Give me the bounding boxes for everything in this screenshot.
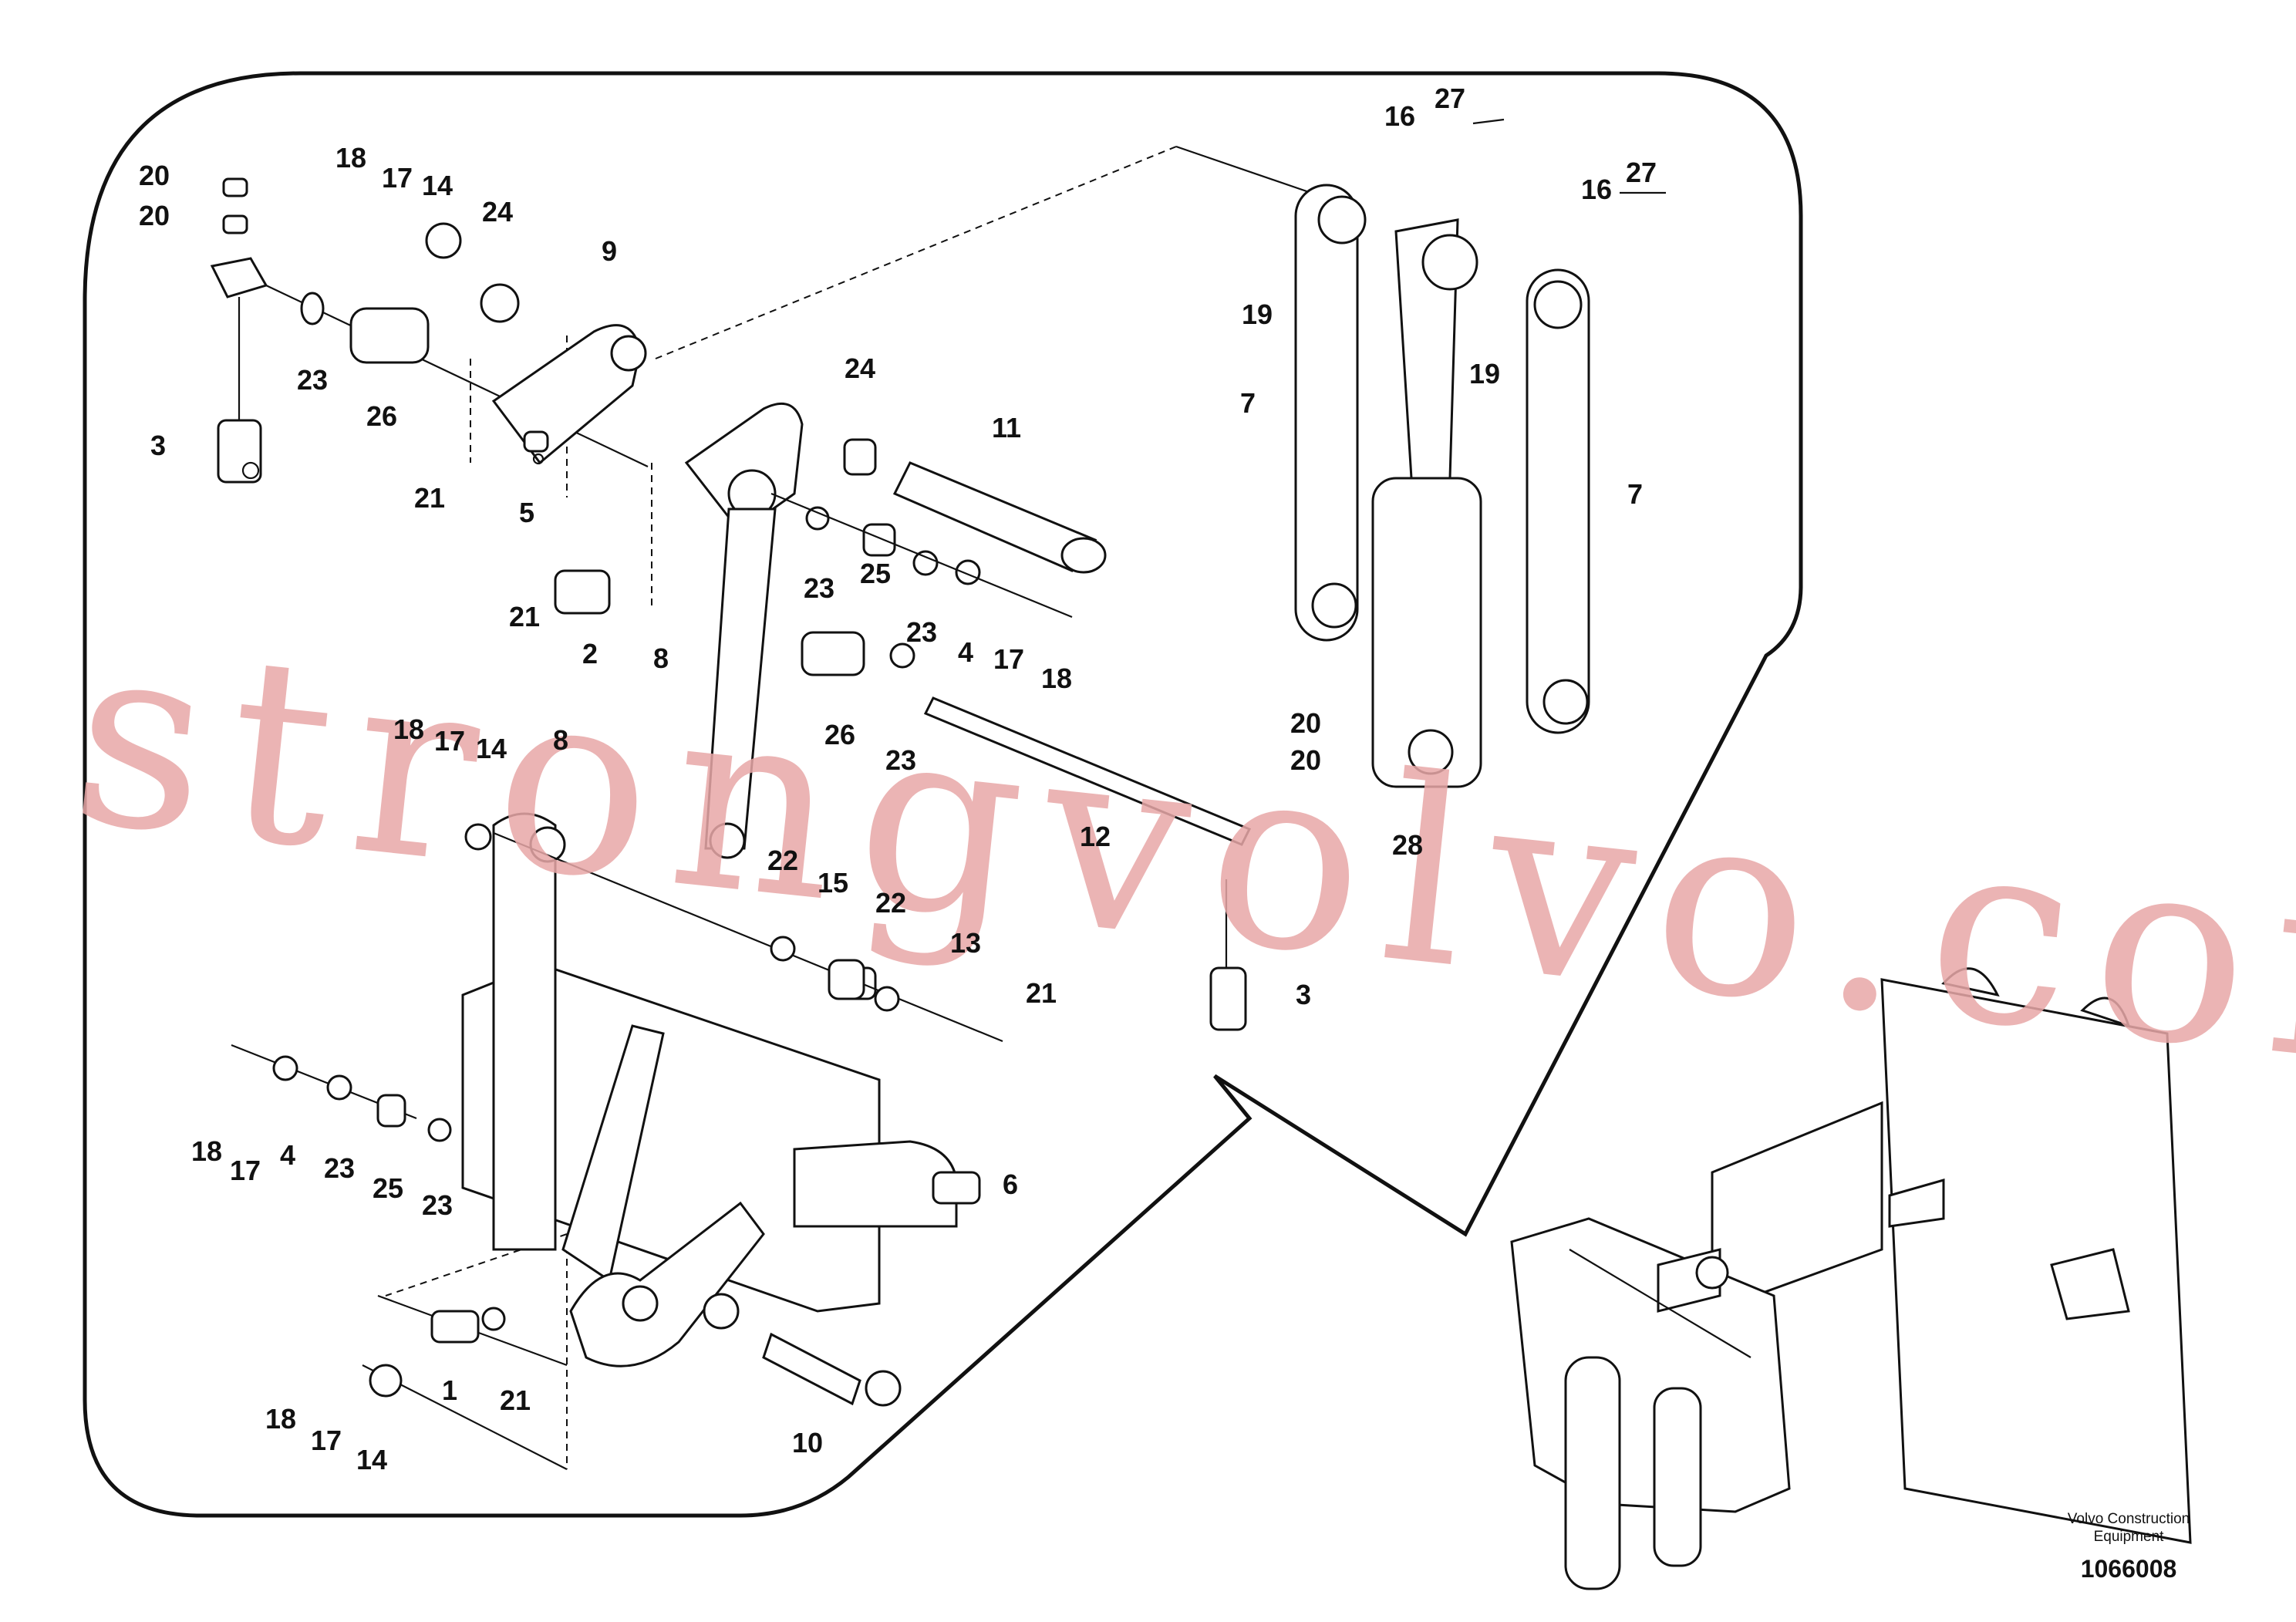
- part-callout-label: 17: [230, 1155, 261, 1186]
- part-callout-label: 6: [1003, 1168, 1018, 1200]
- part-callout-label: 25: [860, 558, 891, 589]
- part-callout-label: 19: [1469, 358, 1500, 389]
- part-callout-label: 7: [1240, 387, 1256, 419]
- part-callout-label: 20: [139, 200, 170, 231]
- part-callout-label: 25: [373, 1172, 403, 1204]
- caption-line1: Volvo Construction: [2068, 1511, 2190, 1527]
- callout-frame: [83, 71, 1803, 1518]
- part-callout-label: 8: [653, 642, 669, 674]
- part-callout-label: 23: [297, 364, 328, 396]
- part-callout-label: 4: [958, 636, 973, 668]
- caption-line2: Equipment: [2094, 1529, 2165, 1545]
- part-callout-label: 23: [885, 744, 916, 776]
- part-callout-label: 9: [602, 235, 617, 267]
- part-callout-label: 26: [366, 400, 397, 432]
- part-callout-label: 20: [1290, 707, 1321, 739]
- part-callout-label: 23: [804, 572, 834, 604]
- part-callout-label: 23: [422, 1189, 453, 1221]
- part-callout-label: 1: [442, 1374, 457, 1406]
- part-callout-label: 7: [1627, 478, 1643, 510]
- part-callout-label: 16: [1581, 174, 1612, 205]
- lower-bracket-assembly: [231, 812, 1003, 1407]
- part-callout-label: 5: [519, 497, 534, 528]
- part-callout-label: 8: [553, 724, 568, 756]
- part-callout-label: 21: [1026, 977, 1057, 1009]
- cylinder-assembly: [1294, 118, 1666, 788]
- part-callout-label: 23: [324, 1152, 355, 1184]
- part-callout-label: 14: [422, 170, 453, 201]
- part-callout-label: 26: [824, 719, 855, 750]
- part-callout-label: 2: [582, 638, 598, 669]
- part-callout-label: 14: [356, 1444, 387, 1475]
- part-callout-label: 21: [500, 1384, 531, 1416]
- part-callout-label: 18: [1041, 663, 1072, 694]
- part-callout-label: 17: [382, 162, 413, 194]
- part-callout-label: 18: [265, 1403, 296, 1435]
- part-callout-label: 12: [1080, 821, 1111, 852]
- part-callout-label: 27: [1435, 83, 1465, 114]
- part-callout-label: 23: [906, 616, 937, 648]
- part-callout-label: 3: [1296, 979, 1311, 1010]
- part-callout-label: 16: [1384, 100, 1415, 132]
- part-callout-label: 3: [150, 430, 166, 461]
- part-callout-label: 13: [950, 927, 981, 959]
- watermark: strongvolvo.com: [62, 584, 2296, 1137]
- part-callout-label: 19: [1242, 298, 1273, 330]
- part-callout-label: 15: [818, 867, 848, 899]
- part-callout-label: 21: [509, 601, 540, 632]
- part-callout-label: 14: [476, 733, 507, 764]
- lever-arm-group: [684, 402, 1252, 1031]
- part-callout-label: 24: [482, 196, 513, 228]
- part-callout-label: 27: [1626, 157, 1657, 188]
- part-callout-label: 21: [414, 482, 445, 514]
- overview-illustration: [1510, 967, 2192, 1590]
- part-callout-label: 17: [434, 725, 465, 757]
- part-callout-label: 17: [311, 1425, 342, 1456]
- part-callout-label: 20: [1290, 744, 1321, 776]
- drawing-number: 1066008: [2081, 1555, 2177, 1583]
- part-callout-label: 4: [280, 1139, 295, 1171]
- part-callout-label: 18: [335, 142, 366, 174]
- part-callout-label: 18: [393, 713, 424, 745]
- part-callout-label: 10: [792, 1427, 823, 1458]
- part-callout-label: 24: [845, 352, 875, 384]
- part-callout-label: 17: [993, 643, 1024, 675]
- part-callout-label: 11: [992, 412, 1021, 443]
- part-callout-label: 22: [875, 887, 906, 919]
- part-callout-label: 20: [139, 160, 170, 191]
- part-callout-label: 22: [767, 845, 798, 876]
- part-callout-label: 18: [191, 1135, 222, 1167]
- upper-left-assembly: [210, 177, 649, 615]
- part-callout-label: 28: [1392, 829, 1423, 861]
